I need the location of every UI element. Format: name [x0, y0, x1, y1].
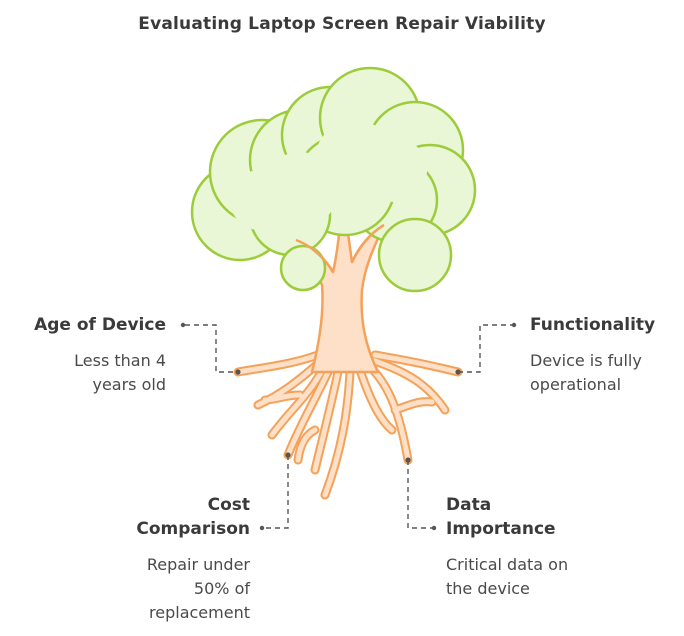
desc-line: years old [92, 375, 166, 394]
anchor-dot [455, 369, 461, 375]
tree-roots [233, 350, 463, 500]
factor-label-cost: Cost Comparison [136, 493, 250, 541]
factor-desc-functionality: Device is fully operational [530, 349, 642, 397]
factor-label-age: Age of Device [34, 315, 166, 335]
factor-label-functionality: Functionality [530, 315, 656, 335]
factor-desc-age: Less than 4 years old [74, 349, 166, 397]
connector-functionality [458, 324, 512, 373]
label-line: Data [446, 495, 492, 515]
arrow-dot [431, 525, 437, 531]
desc-line: 50% of [193, 579, 250, 598]
connector-data [407, 460, 432, 529]
desc-line: Device is fully [530, 351, 642, 370]
arrow-dot [259, 525, 265, 531]
anchor-dot [285, 452, 291, 458]
desc-line: Less than 4 [74, 351, 166, 370]
diagram-title: Evaluating Laptop Screen Repair Viabilit… [138, 14, 546, 34]
desc-line: Critical data on [446, 555, 569, 574]
desc-line: Repair under [146, 555, 250, 574]
connector-age [185, 324, 238, 373]
trunk-branches [295, 223, 385, 273]
factor-desc-cost: Repair under 50% of replacement [147, 553, 250, 625]
desc-line: operational [530, 375, 622, 394]
desc-line: replacement [149, 603, 250, 622]
connector-cost [264, 455, 289, 529]
desc-line: the device [446, 579, 530, 598]
factor-desc-data: Critical data on the device [446, 553, 568, 601]
anchor-dot [405, 457, 411, 463]
anchor-dot [235, 369, 241, 375]
label-line: Comparison [136, 519, 250, 539]
label-line: Importance [446, 519, 556, 539]
arrow-dot [180, 322, 186, 328]
factor-label-data: Data Importance [446, 493, 556, 541]
label-line: Cost [207, 495, 250, 515]
arrow-dot [511, 322, 517, 328]
